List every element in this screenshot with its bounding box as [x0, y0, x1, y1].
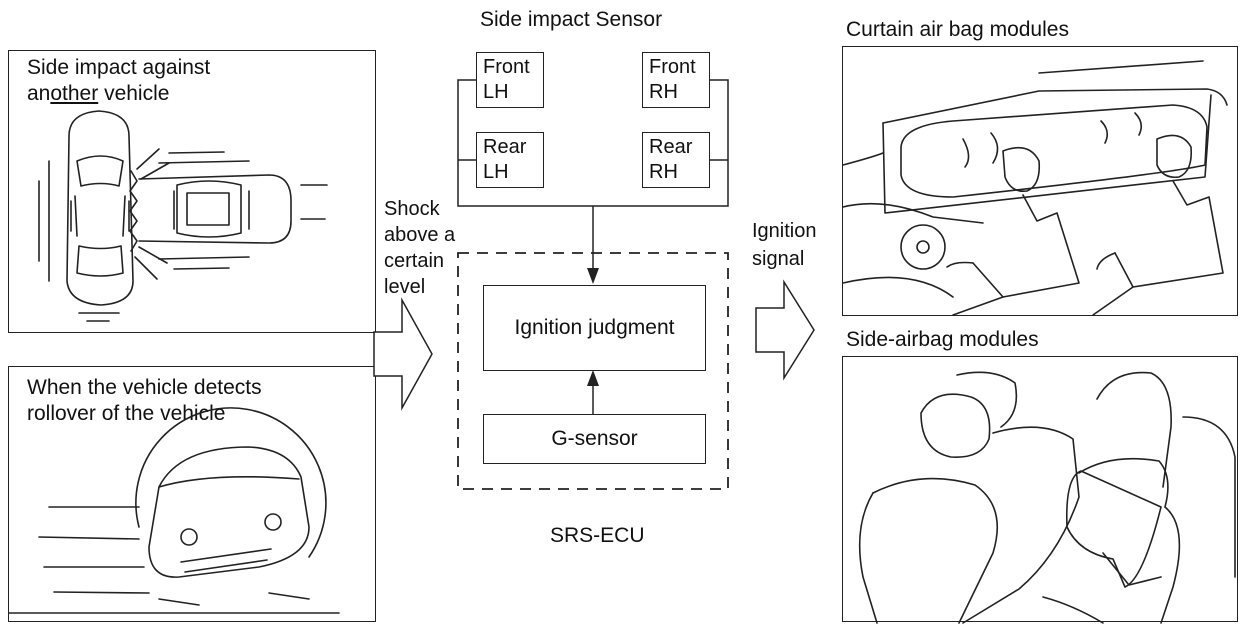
sensor-rear-rh-line1: Rear: [649, 136, 693, 158]
sensor-front-lh-line2: LH: [483, 81, 509, 103]
side-impact-illustration: [38, 110, 328, 322]
curtain-airbag-panel: [842, 46, 1238, 316]
g-sensor-label: G-sensor: [551, 427, 638, 450]
curtain-airbag-illustration: [842, 60, 1228, 316]
sensor-front-lh: Front LH: [476, 52, 544, 108]
srs-ecu-label: SRS-ECU: [550, 524, 645, 547]
rollover-panel: When the vehicle detects rollover of the…: [8, 366, 376, 622]
shock-label-line2: above a: [384, 224, 456, 246]
side-airbag-label: Side-airbag modules: [846, 328, 1039, 351]
sensor-front-rh: Front RH: [642, 52, 710, 108]
shock-label-line3: certain: [384, 250, 445, 272]
sensor-rear-rh-line2: RH: [649, 161, 678, 183]
side-airbag-illustration: [858, 371, 1236, 624]
sensor-front-rh-line2: RH: [649, 81, 678, 103]
ignition-label-line2: signal: [752, 248, 805, 270]
ignition-judgment-box: Ignition judgment: [483, 285, 706, 371]
side-impact-label-underlined: other: [50, 82, 99, 105]
side-impact-label-line1: Side impact against: [27, 56, 211, 79]
sensor-rear-lh: Rear LH: [476, 132, 544, 188]
shock-label-line1: Shock: [384, 198, 440, 220]
sensor-group-title: Side impact Sensor: [480, 8, 663, 31]
side-impact-panel: Side impact against another vehicle: [8, 50, 376, 333]
rollover-label-line2: rollover of the vehicle: [27, 402, 226, 425]
ignition-label-line1: Ignition: [752, 220, 817, 242]
rollover-label-line1: When the vehicle detects: [27, 376, 262, 399]
curtain-airbag-label: Curtain air bag modules: [846, 18, 1069, 41]
rollover-illustration: [8, 407, 340, 614]
shock-label-line4: level: [384, 276, 426, 298]
sensor-rear-rh: Rear RH: [642, 132, 710, 188]
sensor-rear-lh-line2: LH: [483, 161, 509, 183]
sensor-rear-lh-line1: Rear: [483, 136, 527, 158]
side-airbag-panel: [842, 356, 1238, 624]
side-impact-label-pre: an: [27, 82, 51, 105]
g-sensor-box: G-sensor: [483, 414, 706, 464]
side-impact-label-post: vehicle: [98, 82, 170, 105]
sensor-front-rh-line1: Front: [649, 56, 696, 78]
ignition-judgment-label: Ignition judgment: [514, 316, 675, 339]
sensor-front-lh-line1: Front: [483, 56, 530, 78]
side-impact-label-line2: another vehicle: [27, 81, 169, 107]
